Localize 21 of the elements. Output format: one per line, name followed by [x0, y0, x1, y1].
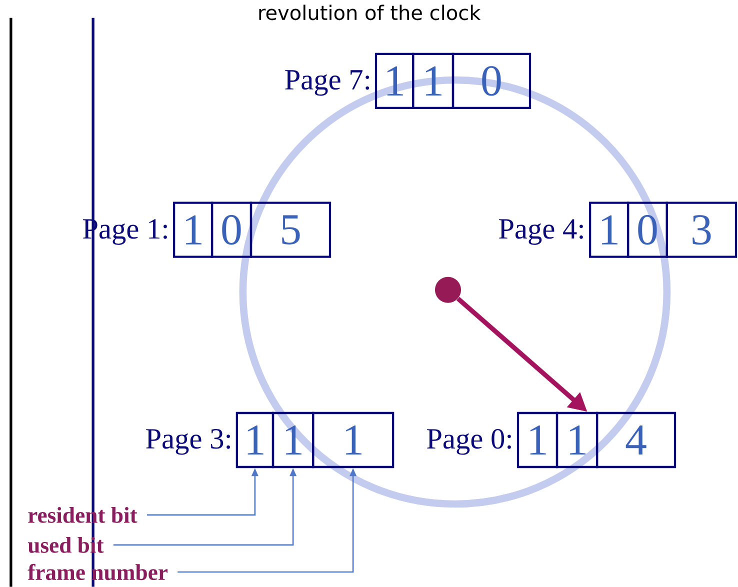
cell: 1 — [412, 52, 454, 110]
cell: 1 — [312, 412, 394, 468]
cell: 3 — [666, 202, 738, 258]
title: revolution of the clock — [259, 4, 481, 20]
page-label: Page 0: — [427, 428, 511, 455]
clock-hand-pivot — [435, 276, 461, 303]
cell: 1 — [236, 412, 274, 468]
cell: 0 — [210, 202, 252, 258]
cell: 0 — [626, 202, 668, 258]
cell: 1 — [556, 412, 598, 468]
cell: 4 — [596, 412, 676, 468]
cell: 1 — [374, 52, 414, 110]
cell: 1 — [516, 412, 558, 468]
cell: 0 — [452, 52, 532, 110]
page-label: Page 4: — [499, 219, 583, 245]
cell: 1 — [272, 412, 314, 468]
cell: 1 — [173, 202, 214, 258]
cell: 5 — [250, 202, 332, 258]
cell: 1 — [589, 202, 630, 258]
page-label: Page 3: — [146, 429, 230, 455]
page-label: Page 7: — [285, 70, 370, 96]
